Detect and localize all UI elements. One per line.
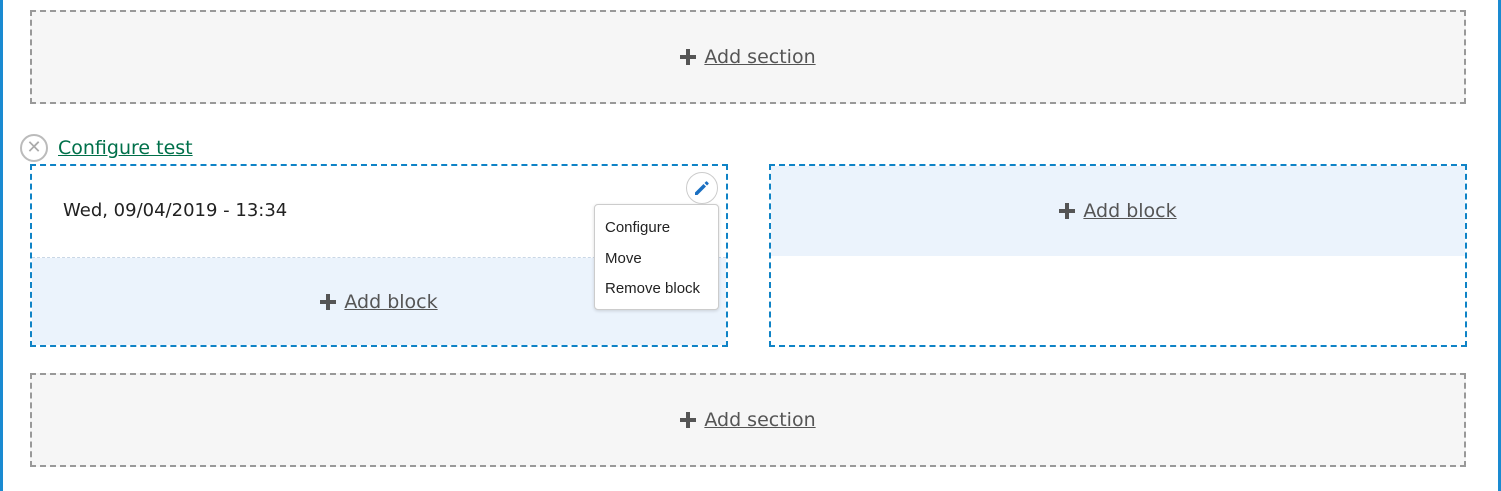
configure-section-link[interactable]: Configure test — [58, 137, 193, 159]
region-second: Add block — [769, 164, 1467, 347]
remove-section-icon[interactable]: ✕ — [20, 134, 48, 162]
pencil-icon — [695, 181, 709, 195]
date-text: Wed, 09/04/2019 - 13:34 — [63, 200, 288, 221]
add-block-link[interactable]: Add block — [344, 290, 438, 313]
plus-icon — [320, 293, 337, 310]
menu-item-configure[interactable]: Configure — [605, 219, 671, 236]
contextual-menu: Configure Move Remove block — [594, 204, 719, 310]
add-section-link[interactable]: Add section — [704, 409, 816, 431]
add-block-link[interactable]: Add block — [1083, 200, 1177, 222]
add-block-second[interactable]: Add block — [771, 166, 1465, 256]
plus-icon — [680, 49, 697, 65]
add-section-link[interactable]: Add section — [704, 46, 816, 68]
menu-item-move[interactable]: Move — [605, 249, 642, 267]
menu-item-remove-block[interactable]: Remove block — [605, 280, 701, 297]
plus-icon — [1059, 203, 1076, 219]
add-section-top[interactable]: Add section — [30, 10, 1466, 104]
contextual-edit-button[interactable] — [686, 172, 718, 204]
plus-icon — [680, 412, 697, 428]
add-section-bottom[interactable]: Add section — [30, 373, 1466, 467]
section-header: ✕ Configure test — [20, 133, 193, 163]
